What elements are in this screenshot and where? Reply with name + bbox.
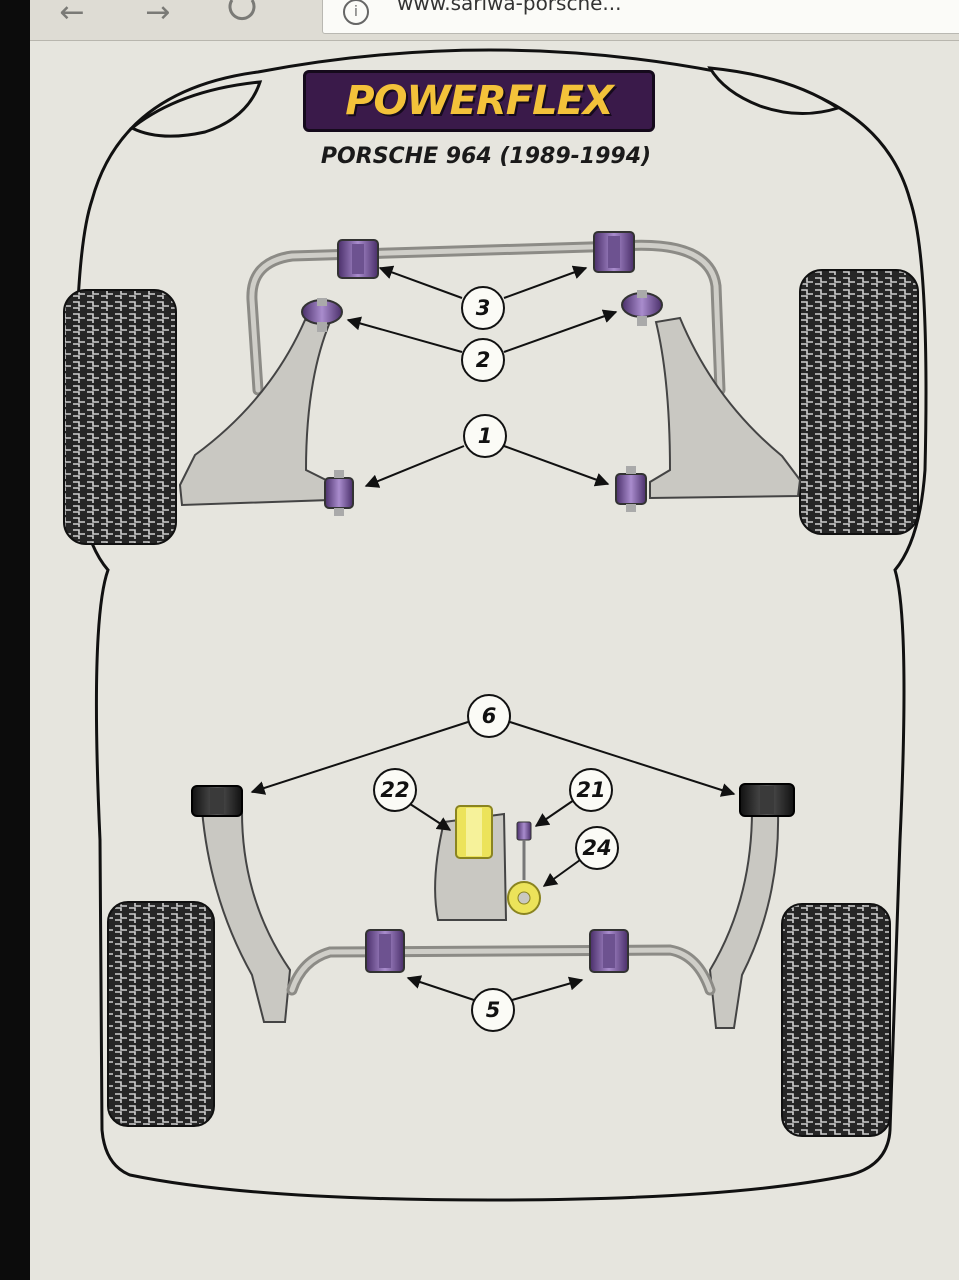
rear-left-trailing-arm [200, 808, 292, 1023]
bush-5-right [589, 929, 629, 973]
suspension-diagram [63, 48, 928, 1202]
bush-21-small [516, 821, 532, 841]
bush-1-left [324, 470, 354, 516]
rear-left-tyre [107, 901, 215, 1127]
right-headlight [707, 66, 842, 116]
callout-5: 5 [471, 988, 515, 1032]
reload-icon[interactable] [222, 0, 262, 30]
bush-2-right [621, 290, 663, 326]
bush-2-left [301, 298, 343, 332]
bush-1-right [615, 466, 647, 512]
browser-toolbar: ← → i www.sarlwa-porsche... [30, 0, 959, 41]
bush-6-left [191, 785, 243, 817]
callout-21: 21 [569, 768, 613, 812]
rear-right-trailing-arm [708, 808, 780, 1029]
callout-leaders [250, 265, 736, 1001]
callout-6: 6 [467, 694, 511, 738]
bush-3-left [337, 239, 379, 279]
rear-right-tyre [781, 903, 891, 1137]
bush-3-right [593, 231, 635, 273]
callout-22: 22 [373, 768, 417, 812]
bush-6-right [739, 783, 795, 817]
front-left-tyre [63, 289, 177, 545]
callout-2: 2 [461, 338, 505, 382]
back-arrow-icon[interactable]: ← [59, 0, 85, 30]
url-text: www.sarlwa-porsche... [397, 0, 622, 15]
info-icon[interactable]: i [343, 0, 369, 25]
callout-1: 1 [463, 414, 507, 458]
front-right-wishbone [649, 316, 802, 500]
bush-5-left [365, 929, 405, 973]
address-bar[interactable]: i www.sarlwa-porsche... [322, 0, 959, 34]
screen: ← → i www.sarlwa-porsche... [30, 0, 959, 1280]
callout-24: 24 [575, 826, 619, 870]
left-headlight [129, 80, 263, 138]
rear-anti-roll-bar [286, 944, 716, 996]
powerflex-logo: POWERFLEX [303, 70, 655, 132]
model-title: PORSCHE 964 (1989-1994) [320, 144, 652, 169]
callout-3: 3 [461, 286, 505, 330]
front-right-tyre [799, 269, 919, 535]
brand-text: POWERFLEX [345, 78, 614, 124]
forward-arrow-icon[interactable]: → [145, 0, 171, 30]
